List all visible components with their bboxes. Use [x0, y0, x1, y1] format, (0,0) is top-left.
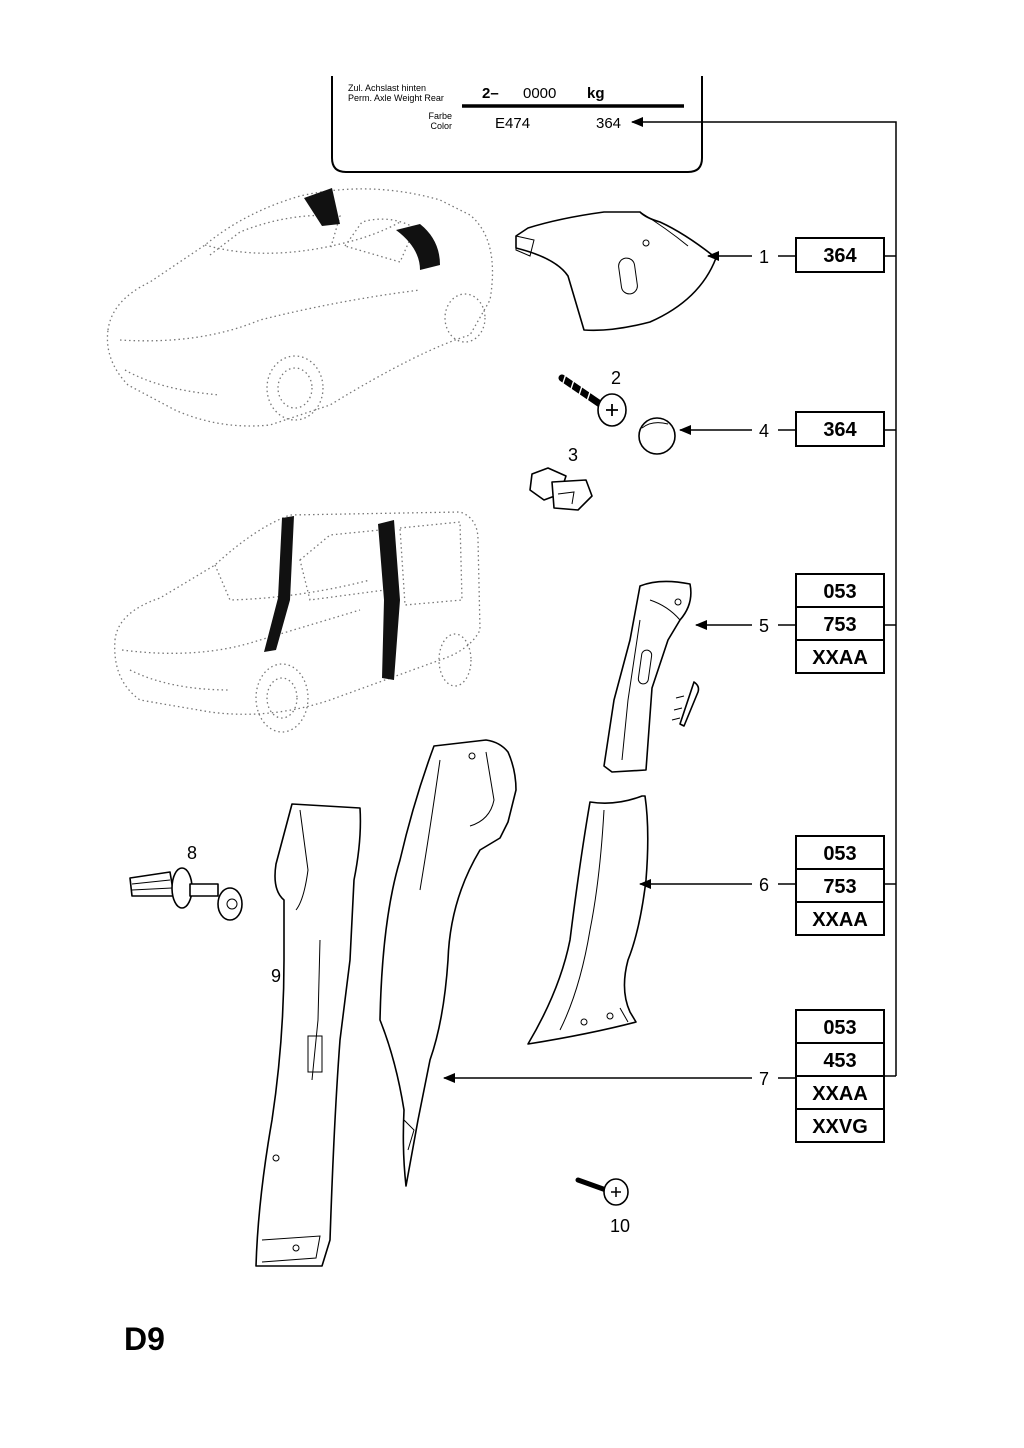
code-part-5-2: XXAA [812, 647, 868, 669]
rear-axle-label-de: Zul. Achslast hinten [348, 83, 426, 93]
part-8-push-rivet [129, 867, 243, 921]
code-box-part-1: 364 [795, 237, 885, 273]
leader-lines [443, 117, 897, 1083]
callout-7: 7 [759, 1069, 769, 1089]
part-9-pillar-trim-left [255, 803, 362, 1267]
axle-weight-value: 0000 [523, 85, 556, 102]
color-label-en: Color [430, 121, 452, 131]
callout-2: 2 [611, 368, 621, 388]
code-part-7-3: XXVG [812, 1116, 868, 1138]
callout-8: 8 [187, 843, 197, 863]
callout-4: 4 [759, 421, 769, 441]
highlight-b-pillar-van [378, 520, 400, 680]
code-part-4-0: 364 [823, 419, 857, 441]
code-part-5-0: 053 [823, 581, 856, 603]
part-10-screw [575, 1177, 629, 1206]
code-part-7-2: XXAA [812, 1083, 868, 1105]
code-part-7-1: 453 [823, 1050, 856, 1072]
callout-1: 1 [759, 247, 769, 267]
highlight-a-pillar-van [264, 516, 294, 652]
part-5-pillar-trim-upper [603, 580, 700, 773]
callout-3: 3 [568, 445, 578, 465]
axle-weight-unit: kg [587, 85, 605, 102]
code-part-6-1: 753 [823, 876, 856, 898]
part-7-pillar-panel [379, 739, 517, 1187]
vehicle-data-plate: Zul. Achslast hinten Perm. Axle Weight R… [331, 76, 703, 173]
color-code: 364 [596, 115, 621, 132]
code-box-part-6: 053 753 XXAA [795, 835, 885, 936]
part-3-clip [529, 467, 593, 511]
code-part-5-1: 753 [823, 614, 856, 636]
ghost-hatchback-illustration [106, 188, 494, 427]
part-4-cap [638, 417, 676, 455]
highlight-b-pillar-hatch [396, 224, 440, 270]
callout-10: 10 [610, 1216, 630, 1236]
callout-9: 9 [271, 966, 281, 986]
part-2-screw [558, 373, 627, 427]
arrow-color-code [631, 117, 897, 1076]
part-6-pillar-trim-lower [527, 795, 649, 1045]
callouts: 1 2 3 4 5 6 7 8 9 10 [187, 247, 769, 1236]
code-box-part-4: 364 [795, 411, 885, 447]
code-box-part-5: 053 753 XXAA [795, 573, 885, 674]
axle-weight-prefix: 2– [482, 85, 499, 102]
page-id: D9 [124, 1321, 165, 1357]
highlight-a-pillar-hatch [304, 188, 340, 226]
code-box-part-7: 053 453 XXAA XXVG [795, 1009, 885, 1143]
rear-axle-label-en: Perm. Axle Weight Rear [348, 93, 444, 103]
part-1-pillar-cover [515, 211, 717, 332]
paint-code: E474 [495, 115, 530, 132]
color-label-de: Farbe [428, 111, 452, 121]
code-part-7-0: 053 [823, 1017, 856, 1039]
code-part-6-2: XXAA [812, 909, 868, 931]
code-part-6-0: 053 [823, 843, 856, 865]
callout-5: 5 [759, 616, 769, 636]
ghost-van-illustration [114, 511, 481, 733]
callout-6: 6 [759, 875, 769, 895]
code-part-1-0: 364 [823, 245, 857, 267]
